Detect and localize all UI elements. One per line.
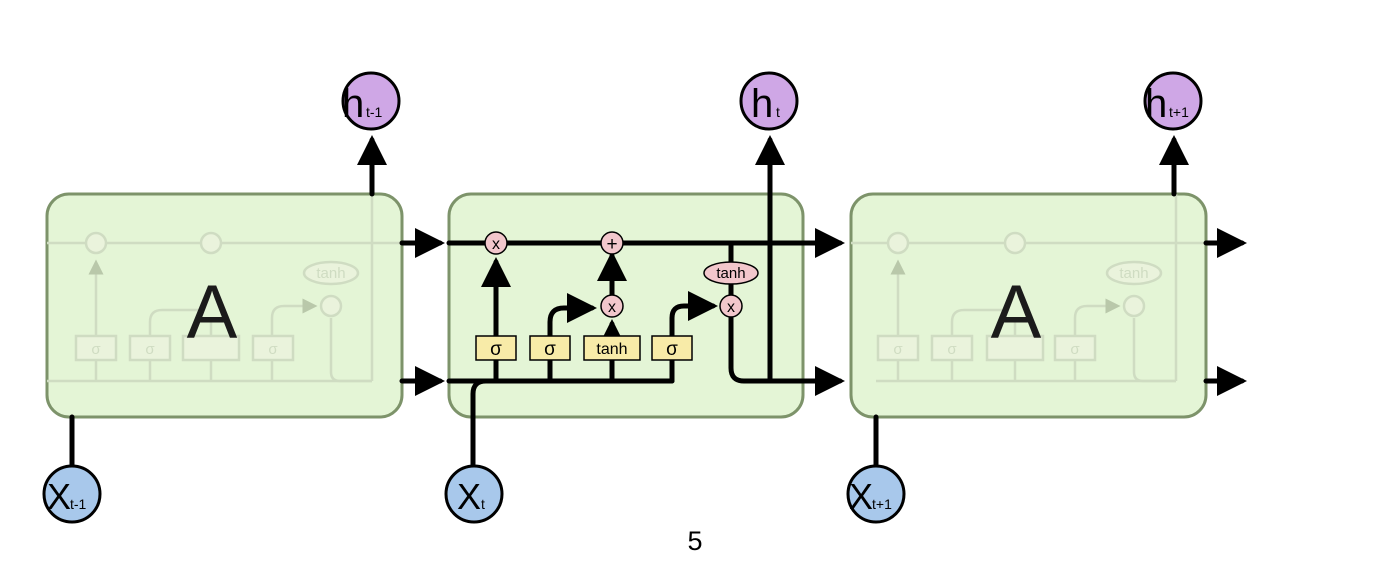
sigma-label: σ xyxy=(666,339,678,360)
flow-lines xyxy=(69,135,1247,469)
input-gate-line xyxy=(547,293,597,384)
h-prev-node: h t-1 xyxy=(341,71,401,131)
output-gate-line xyxy=(669,291,718,384)
h-symbol: h xyxy=(1145,82,1167,126)
cell-left-faint-internals xyxy=(47,194,402,383)
x-symbol: X xyxy=(849,476,873,517)
forget-mul-op: x xyxy=(484,231,508,255)
faint-tanh: tanh xyxy=(316,265,345,282)
add-op: + xyxy=(600,231,624,255)
mul-symbol: x xyxy=(608,299,616,316)
h-next-node: h t+1 xyxy=(1143,71,1203,131)
h-subscript: t xyxy=(776,104,780,120)
hidden-output-line xyxy=(728,315,845,396)
cell-right: σ σ σ tanh A xyxy=(849,192,1208,419)
mul-symbol: x xyxy=(492,236,500,253)
page-number: 5 xyxy=(687,526,703,556)
faint-sigma: σ xyxy=(893,341,903,358)
output-gate-box: σ xyxy=(651,335,693,361)
cell-right-label: A xyxy=(991,270,1042,355)
input-mul-op: x xyxy=(600,294,624,318)
mul-symbol: x xyxy=(727,299,735,316)
x-symbol: X xyxy=(457,476,481,517)
cell-left-label: A xyxy=(187,270,238,355)
cell-middle xyxy=(447,192,805,419)
sigma-label: σ xyxy=(544,339,556,360)
h-curr-node: h t xyxy=(739,71,799,131)
sigma-label: σ xyxy=(490,339,502,360)
h-symbol: h xyxy=(751,82,773,126)
faint-sigma: σ xyxy=(947,341,957,358)
faint-tanh: tanh xyxy=(1119,265,1148,282)
x-subscript: t+1 xyxy=(872,496,892,512)
x-subscript: t-1 xyxy=(70,496,87,512)
faint-sigma: σ xyxy=(91,341,101,358)
faint-sigma: σ xyxy=(1070,341,1080,358)
add-symbol: + xyxy=(606,234,617,255)
cell-left: σ σ σ tanh A xyxy=(45,192,404,419)
tanh-label: tanh xyxy=(596,341,627,358)
candidate-tanh-box: tanh xyxy=(583,335,641,361)
cell-left-faint-labels: σ σ σ tanh xyxy=(91,265,345,358)
h-subscript: t-1 xyxy=(366,104,383,120)
x-symbol: X xyxy=(47,476,71,517)
output-mul-op: x xyxy=(719,294,743,318)
x-input-line xyxy=(470,378,489,469)
x-prev-node: X t-1 xyxy=(42,464,102,524)
h-symbol: h xyxy=(342,82,364,126)
cell-right-faint-internals xyxy=(851,194,1206,383)
x-curr-node: X t xyxy=(444,464,504,524)
faint-sigma: σ xyxy=(145,341,155,358)
pointwise-ops: x + x x tanh xyxy=(484,231,759,318)
forget-gate-box: σ xyxy=(475,335,517,361)
tanh-label: tanh xyxy=(716,265,745,282)
gate-layers: σ σ tanh σ xyxy=(475,335,693,361)
input-gate-box: σ xyxy=(529,335,571,361)
h-subscript: t+1 xyxy=(1169,104,1189,120)
faint-sigma: σ xyxy=(268,341,278,358)
x-subscript: t xyxy=(481,496,485,512)
x-next-node: X t+1 xyxy=(846,464,906,524)
tanh-op: tanh xyxy=(703,261,759,285)
cell-right-faint-labels: σ σ σ tanh xyxy=(893,265,1148,358)
